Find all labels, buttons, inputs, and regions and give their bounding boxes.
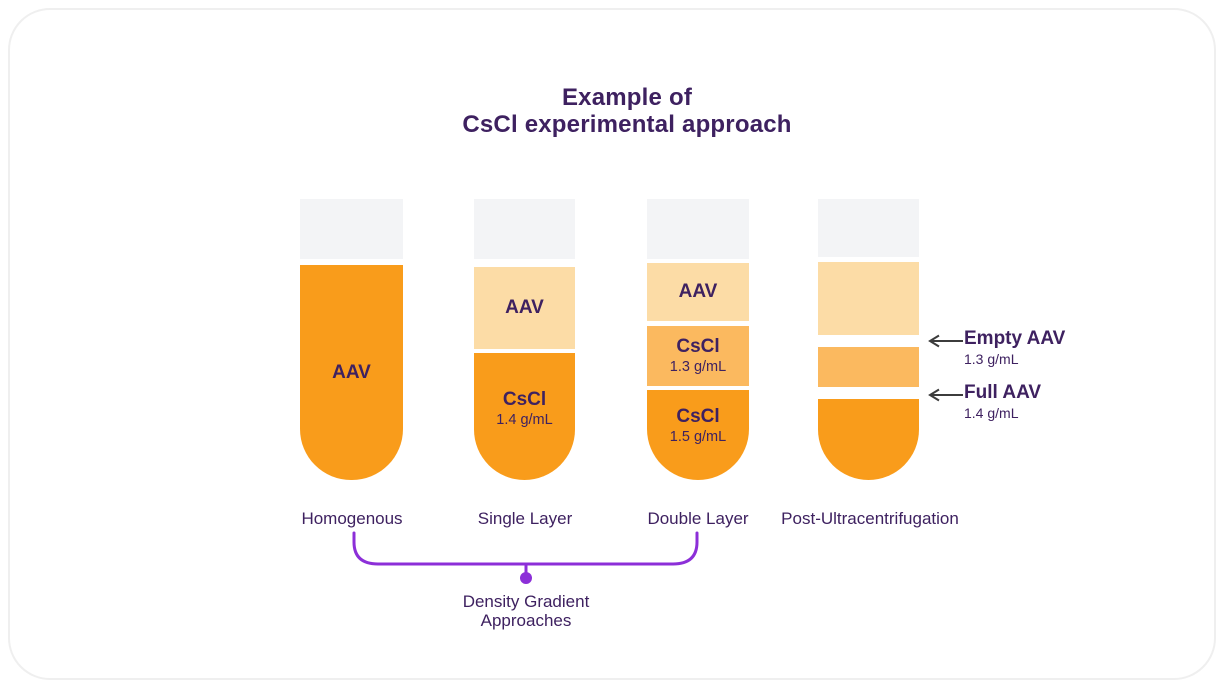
tube-label-double-layer: Double Layer (647, 509, 749, 528)
full-aav-annotation: Full AAV 1.4 g/mL (964, 383, 1164, 420)
full-aav-density: 1.4 g/mL (964, 405, 1019, 421)
tube-post-ultracentrifugation (818, 0, 919, 692)
density-gradient-bracket-icon (352, 531, 699, 584)
tube-double-layer-cscl15-section: CsCl 1.5 g/mL (647, 390, 749, 480)
tube-double-layer-cscl15-density: 1.5 g/mL (669, 429, 727, 445)
tube-label-post-ultracentrifugation: Post-Ultracentrifugation (781, 509, 959, 528)
tube-single-layer-aav-label: AAV (505, 297, 544, 318)
tube-homogenous-aav-label: AAV (332, 361, 371, 383)
tube-label-single-layer: Single Layer (477, 509, 573, 528)
tube-double-layer-cscl15-label: CsCl (676, 406, 720, 427)
tube-double-layer: AAV CsCl 1.3 g/mL CsCl 1.5 g/mL (647, 0, 749, 692)
tube-single-layer-cscl-density: 1.4 g/mL (496, 411, 553, 428)
tube-homogenous-air-section (300, 199, 403, 259)
tube-double-layer-cscl13-label: CsCl (676, 336, 720, 357)
figure-title-line1: Example of (561, 84, 693, 111)
tube-single-layer: AAV CsCl 1.4 g/mL (474, 0, 575, 692)
tube-double-layer-cscl13-density: 1.3 g/mL (669, 359, 727, 375)
empty-aav-annotation: Empty AAV 1.3 g/mL (964, 329, 1164, 366)
density-gradient-label-line2: Approaches (480, 611, 572, 630)
tube-single-layer-cscl-section: CsCl 1.4 g/mL (474, 353, 575, 480)
density-gradient-label: Density Gradient Approaches (463, 592, 590, 630)
full-aav-label: Full AAV (964, 382, 1042, 403)
tube-label-homogenous: Homogenous (301, 509, 403, 528)
tube-post-full-aav-band (818, 347, 919, 387)
tube-single-layer-cscl-label: CsCl (502, 388, 547, 410)
tube-double-layer-aav-label: AAV (678, 281, 718, 302)
tube-post-empty-aav-band (818, 262, 919, 335)
empty-aav-density: 1.3 g/mL (964, 351, 1019, 367)
tube-post-air-section (818, 199, 919, 257)
density-gradient-label-line1: Density Gradient (462, 592, 590, 611)
empty-aav-label: Empty AAV (964, 328, 1066, 349)
figure-title-line2: CsCl experimental approach (462, 111, 792, 138)
full-aav-arrow-icon (928, 388, 963, 402)
tube-homogenous: AAV (300, 0, 403, 692)
tube-double-layer-air-section (647, 199, 749, 259)
tube-single-layer-air-section (474, 199, 575, 259)
tube-double-layer-cscl13-section: CsCl 1.3 g/mL (647, 326, 749, 386)
figure-card (8, 8, 1216, 680)
tube-post-pellet-section (818, 399, 919, 480)
tube-single-layer-aav-section: AAV (474, 267, 575, 349)
figure-title: Example of CsCl experimental approach (13, 84, 1228, 138)
tube-double-layer-aav-section: AAV (647, 263, 749, 321)
empty-aav-arrow-icon (928, 334, 963, 348)
tube-homogenous-aav-section: AAV (300, 265, 403, 480)
